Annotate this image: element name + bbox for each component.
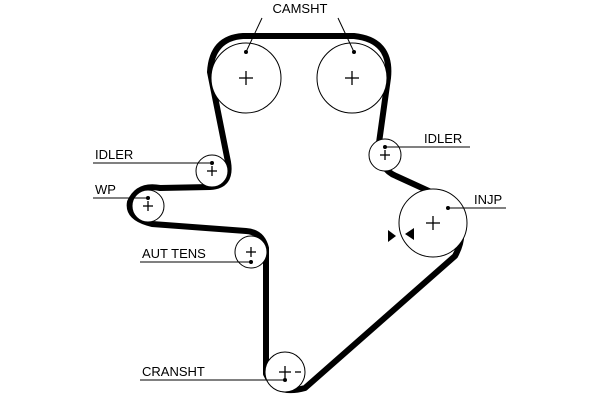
auto-tensioner-pulley — [234, 235, 268, 269]
camshaft-pulley-right — [316, 42, 388, 114]
label-auto-tensioner: AUT TENS — [142, 246, 206, 261]
water-pump-pulley — [131, 189, 165, 223]
leader-crankshaft — [140, 378, 287, 382]
crankshaft-pulley — [264, 351, 306, 393]
idler-pulley-right — [368, 138, 402, 172]
leader-camshaft — [244, 17, 356, 54]
label-idler-right: IDLER — [424, 131, 462, 146]
leader-water-pump — [93, 196, 150, 200]
leader-idler-left — [93, 161, 214, 165]
leader-auto-tensioner — [140, 260, 253, 264]
label-injection-pump: INJP — [474, 192, 502, 207]
label-crankshaft: CRANSHT — [142, 364, 205, 379]
leader-idler-right — [383, 145, 470, 149]
timing-mark-arrow-left — [388, 230, 396, 242]
label-camshaft: CAMSHT — [273, 1, 328, 16]
label-idler-left: IDLER — [95, 147, 133, 162]
injection-pump-pulley — [398, 188, 468, 258]
camshaft-pulley-left — [210, 42, 282, 114]
leader-injection-pump — [446, 206, 506, 210]
label-water-pump: WP — [95, 182, 116, 197]
timing-mark-arrow-right — [405, 228, 414, 240]
idler-pulley-left — [195, 154, 229, 188]
